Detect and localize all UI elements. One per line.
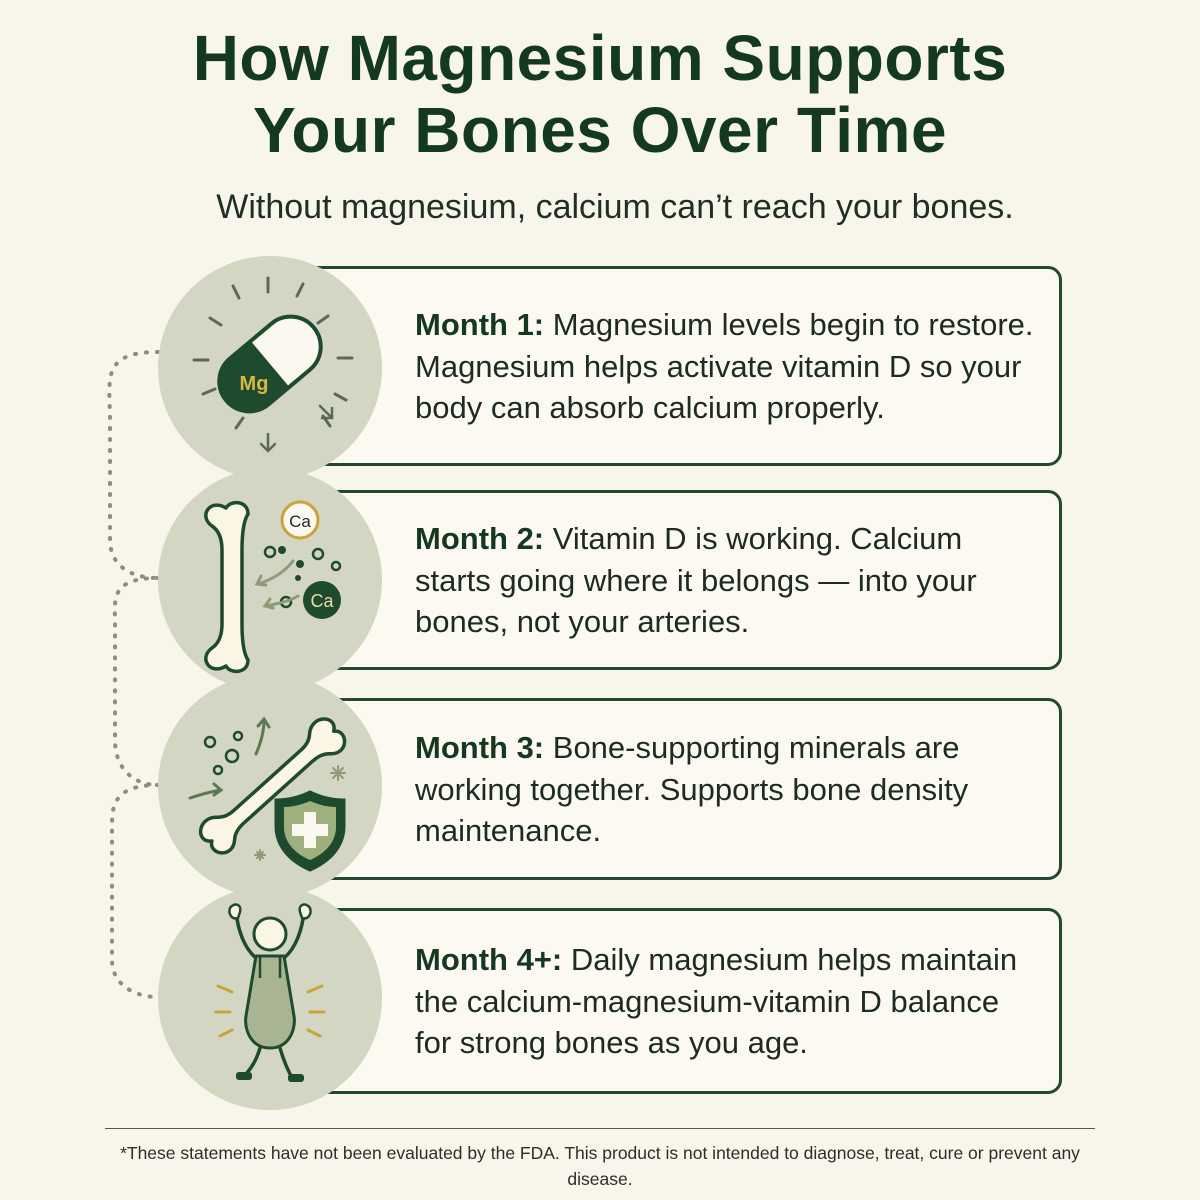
- step-circle-month-3: [158, 674, 382, 898]
- step-description: Daily magnesium helps maintain the calci…: [415, 941, 1018, 1060]
- step-card-month-1: Month 1: Magnesium levels begin to resto…: [300, 266, 1062, 466]
- step-label: Month 1:: [415, 306, 545, 342]
- step-card-month-2: Month 2: Vitamin D is working. Calcium s…: [300, 490, 1062, 670]
- footer-divider: [105, 1128, 1095, 1129]
- step-text: Month 4+: Daily magnesium helps maintain…: [415, 939, 1039, 1064]
- title-line-2: Your Bones Over Time: [252, 94, 948, 166]
- step-label: Month 2:: [415, 520, 545, 556]
- step-circle-month-2: Ca Ca: [158, 468, 382, 692]
- magnesium-symbol: Mg: [240, 373, 269, 395]
- step-text: Month 1: Magnesium levels begin to resto…: [415, 304, 1039, 429]
- active-person-icon: [214, 903, 326, 1082]
- step-description: Vitamin D is working. Calcium starts goi…: [415, 520, 977, 639]
- step-text: Month 2: Vitamin D is working. Calcium s…: [415, 518, 1039, 643]
- bone-calcium-icon: Ca Ca: [204, 500, 342, 674]
- magnesium-capsule-icon: Mg: [192, 276, 354, 453]
- fda-disclaimer: *These statements have not been evaluate…: [120, 1143, 1080, 1189]
- step-card-month-3: Month 3: Bone-supporting minerals are wo…: [300, 698, 1062, 880]
- step-text: Month 3: Bone-supporting minerals are wo…: [415, 727, 1039, 852]
- bone-shield-icon: [188, 716, 347, 872]
- step-circle-month-1: Mg: [158, 256, 382, 480]
- calcium-label-1: Ca: [289, 512, 311, 531]
- step-label: Month 4+:: [415, 941, 563, 977]
- page-title: How Magnesium Supports Your Bones Over T…: [0, 22, 1200, 166]
- step-label: Month 3:: [415, 729, 545, 765]
- step-description: Bone-supporting minerals are working tog…: [415, 729, 969, 848]
- step-description: Magnesium levels begin to restore. Magne…: [415, 306, 1034, 425]
- step-circle-month-4: [158, 886, 382, 1110]
- subtitle: Without magnesium, calcium can’t reach y…: [216, 188, 1014, 226]
- calcium-label-2: Ca: [310, 591, 334, 611]
- title-line-1: How Magnesium Supports: [192, 22, 1008, 94]
- step-card-month-4: Month 4+: Daily magnesium helps maintain…: [300, 908, 1062, 1094]
